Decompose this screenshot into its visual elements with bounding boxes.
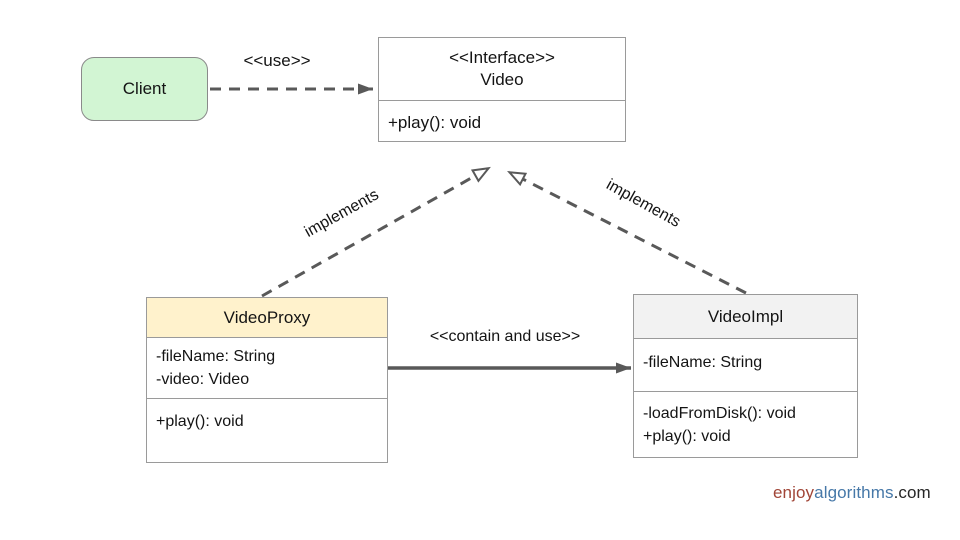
video-impl-methods: -loadFromDisk(): void +play(): void: [634, 392, 857, 456]
video-proxy-methods: +play(): void: [147, 399, 387, 441]
contain-edge-label: <<contain and use>>: [429, 328, 581, 345]
video-interface-name: Video: [480, 70, 524, 89]
brand-part-algorithms: algorithms: [814, 483, 894, 502]
client-label: Client: [122, 79, 167, 98]
client-node: Client: [81, 57, 208, 121]
use-edge-label: <<use>>: [243, 51, 311, 70]
implements-arrow-left: [261, 166, 491, 298]
brand-wordmark: enjoyalgorithms.com: [773, 483, 931, 503]
video-interface-methods: +play(): void: [379, 101, 625, 142]
attribute-row: -fileName: String: [156, 348, 276, 365]
video-impl-header: VideoImpl: [634, 295, 857, 339]
brand-part-domain: .com: [893, 483, 931, 502]
implements-arrow-right: [507, 170, 747, 295]
video-proxy-header: VideoProxy: [147, 298, 387, 338]
video-impl-node: VideoImpl -fileName: String -loadFromDis…: [633, 294, 858, 458]
attribute-row: -video: Video: [156, 371, 250, 388]
method-row: +play(): void: [643, 428, 731, 445]
video-proxy-node: VideoProxy -fileName: String -video: Vid…: [146, 297, 388, 463]
brand-part-enjoy: enjoy: [773, 483, 815, 502]
video-interface-node: <<Interface>> Video +play(): void: [378, 37, 626, 142]
video-interface-header: <<Interface>> Video: [379, 38, 625, 101]
video-proxy-name: VideoProxy: [223, 307, 311, 327]
video-proxy-attributes: -fileName: String -video: Video: [147, 338, 387, 399]
video-impl-attributes: -fileName: String: [634, 339, 857, 392]
video-impl-name: VideoImpl: [707, 306, 784, 326]
method-row: +play(): void: [156, 413, 244, 430]
method-row: -loadFromDisk(): void: [643, 405, 796, 422]
attribute-row: -fileName: String: [643, 354, 763, 371]
video-interface-stereotype: <<Interface>>: [449, 48, 555, 67]
method-row: +play(): void: [388, 113, 482, 132]
